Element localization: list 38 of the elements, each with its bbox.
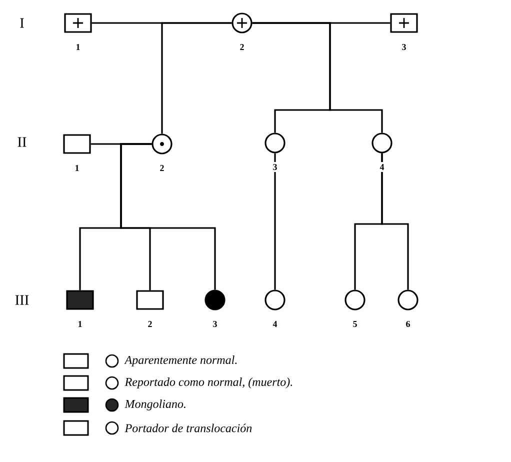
circle-symbol (152, 134, 172, 154)
individual-number: 5 (350, 319, 360, 329)
individual-number: 3 (270, 162, 280, 172)
individual-number: 4 (270, 319, 280, 329)
individual-number: 6 (404, 318, 412, 330)
descent-line (274, 153, 276, 290)
descent-line (252, 22, 383, 133)
legend-text: Portador de translocación (124, 424, 252, 432)
square-symbol (390, 13, 418, 33)
square-symbol (136, 290, 164, 310)
circle-symbol (264, 290, 286, 310)
individual-number: 1 (72, 163, 82, 173)
circle-symbol (344, 290, 366, 310)
generation-label: II (18, 137, 26, 147)
legend-text: Mongoliano. (124, 400, 186, 410)
circle-symbol (264, 132, 286, 154)
circle-symbol (398, 290, 418, 310)
individual-number: 2 (238, 42, 246, 52)
circle-symbol (372, 132, 392, 154)
descent-line (381, 153, 409, 290)
legend-text: Aparentemente normal. (124, 356, 237, 366)
individual-number: 2 (158, 163, 166, 173)
square-symbol (63, 134, 91, 154)
individual-number: 1 (74, 42, 82, 52)
individual-number: 2 (146, 319, 154, 329)
descent-line (161, 22, 232, 134)
individual-number: 3 (210, 318, 220, 330)
legend-text: Reportado como normal, (muerto). (124, 378, 292, 388)
descent-line (120, 143, 216, 290)
square-symbol (64, 13, 92, 33)
individual-number: 4 (378, 162, 386, 172)
generation-label: I (20, 18, 24, 28)
square-symbol (66, 290, 94, 310)
circle-symbol (232, 12, 252, 34)
generation-label: III (15, 295, 29, 305)
individual-number: 3 (400, 42, 408, 52)
circle-symbol (204, 290, 226, 310)
individual-number: 1 (76, 319, 84, 329)
